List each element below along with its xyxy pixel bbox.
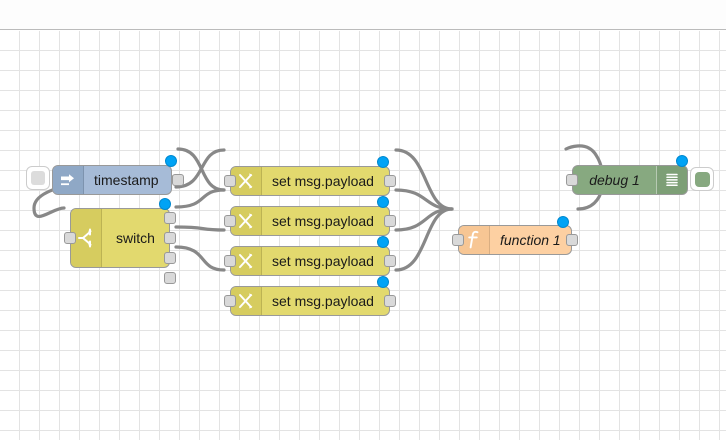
wire-change3-to-function (394, 207, 454, 232)
node-debug-1[interactable]: debug 1 (572, 165, 688, 195)
port-output-inject[interactable] (172, 174, 184, 186)
wire-switch2-to-change3 (174, 225, 226, 232)
port-output-function-1[interactable] (566, 234, 578, 246)
node-function-1-label: function 1 (500, 232, 561, 248)
debug-button-inner (694, 171, 710, 187)
wire-change2-to-function (394, 188, 454, 211)
wire-switch3-to-change4 (174, 245, 226, 272)
status-dot-inject (165, 155, 177, 167)
node-switch[interactable]: switch (70, 208, 170, 268)
wire-change4-to-function (394, 207, 454, 272)
switch-branch-icon (71, 209, 102, 267)
node-change-4[interactable]: set msg.payload (230, 286, 390, 316)
change-swap-icon (231, 287, 262, 315)
port-output-switch-1[interactable] (164, 232, 176, 244)
node-change-4-label: set msg.payload (272, 293, 374, 309)
change-swap-icon (231, 247, 262, 275)
port-input-function-1[interactable] (452, 234, 464, 246)
status-dot-debug-1 (676, 155, 688, 167)
inject-button-inner (31, 171, 45, 185)
flow-canvas[interactable]: timestamp switch (0, 31, 726, 440)
node-inject-label: timestamp (94, 172, 159, 188)
function-f-icon (459, 226, 490, 254)
port-output-change-1[interactable] (384, 175, 396, 187)
port-input-change-1[interactable] (224, 175, 236, 187)
port-output-switch-2[interactable] (164, 252, 176, 264)
wire-inject-to-change2 (176, 147, 226, 192)
wire-change1-to-function (394, 148, 454, 211)
port-input-change-2[interactable] (224, 215, 236, 227)
node-switch-label: switch (116, 230, 155, 246)
port-output-change-2[interactable] (384, 215, 396, 227)
change-swap-icon (231, 207, 262, 235)
port-input-change-4[interactable] (224, 295, 236, 307)
node-change-1-label: set msg.payload (272, 173, 374, 189)
wire-switch1-to-change3 (174, 188, 226, 209)
node-function-1[interactable]: function 1 (458, 225, 572, 255)
node-change-3[interactable]: set msg.payload (230, 246, 390, 276)
port-output-switch-3[interactable] (164, 272, 176, 284)
status-dot-change-4 (377, 276, 389, 288)
node-change-1[interactable]: set msg.payload (230, 166, 390, 196)
debug-toggle-button[interactable] (690, 167, 714, 191)
status-dot-switch (159, 198, 171, 210)
inject-arrow-icon (53, 166, 84, 194)
port-output-switch-0[interactable] (164, 212, 176, 224)
port-input-switch[interactable] (64, 232, 76, 244)
port-input-debug-1[interactable] (566, 174, 578, 186)
port-input-change-3[interactable] (224, 255, 236, 267)
status-dot-function-1 (557, 216, 569, 228)
editor-header-strip (0, 0, 726, 30)
status-dot-change-1 (377, 156, 389, 168)
node-change-2[interactable]: set msg.payload (230, 206, 390, 236)
status-dot-change-3 (377, 236, 389, 248)
node-debug-1-label: debug 1 (589, 172, 640, 188)
status-dot-change-2 (377, 196, 389, 208)
node-change-2-label: set msg.payload (272, 213, 374, 229)
debug-lines-icon (656, 166, 687, 194)
node-change-3-label: set msg.payload (272, 253, 374, 269)
node-inject-timestamp[interactable]: timestamp (52, 165, 172, 195)
port-output-change-4[interactable] (384, 295, 396, 307)
change-swap-icon (231, 167, 262, 195)
port-output-change-3[interactable] (384, 255, 396, 267)
inject-trigger-button[interactable] (26, 166, 50, 190)
